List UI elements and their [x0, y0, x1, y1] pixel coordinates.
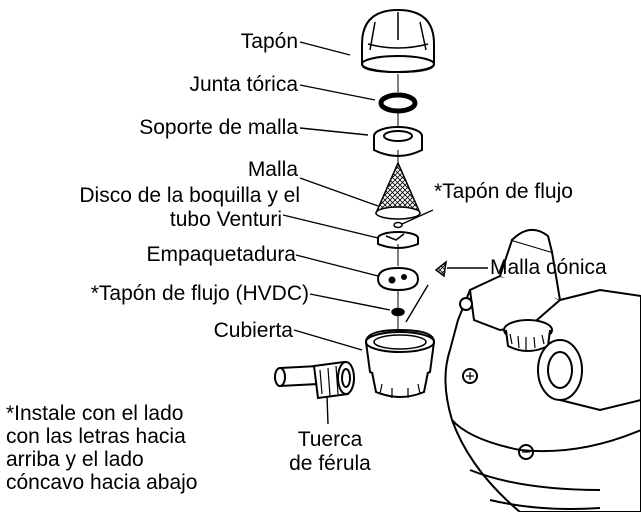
flow-plug-part	[393, 221, 403, 229]
label-disco-line1: Disco de la boquilla y el	[79, 184, 300, 207]
label-tuerca-line2: de férula	[289, 452, 371, 475]
screen-support-part	[373, 126, 423, 157]
leader-lines	[282, 41, 488, 425]
tube-part	[274, 364, 319, 388]
label-tapon-flujo: *Tapón de flujo	[434, 180, 573, 203]
housing-part	[364, 328, 436, 398]
nozzle-disc-part	[377, 231, 419, 249]
label-soporte-malla: Soporte de malla	[139, 116, 298, 139]
label-tapon-flujo-hvdc: *Tapón de flujo (HVDC)	[90, 282, 309, 305]
screen-part	[374, 161, 422, 220]
label-disco-line2: tubo Venturi	[169, 208, 282, 231]
label-tuerca-line1: Tuerca	[297, 428, 363, 451]
note-line-3: arriba y el lado	[6, 448, 144, 471]
note-line-2: con las letras hacia	[6, 425, 186, 448]
note-line-1: *Instale con el lado	[6, 402, 184, 425]
label-tapon: Tapón	[240, 30, 298, 53]
ferrule-nut-part	[312, 360, 355, 400]
label-junta-torica: Junta tórica	[189, 73, 298, 96]
gasket-part	[376, 266, 420, 292]
cone-screen-part	[434, 260, 448, 278]
flow-plug-hvdc-part	[391, 307, 405, 317]
label-cubierta: Cubierta	[213, 319, 293, 342]
note-line-4: cóncavo hacia abajo	[6, 471, 198, 494]
cap-part	[361, 8, 435, 74]
o-ring-part	[378, 92, 418, 114]
label-malla: Malla	[247, 158, 298, 181]
valve-body-part	[444, 229, 641, 512]
label-malla-conica: Malla cónica	[490, 256, 607, 279]
label-empaquetadura: Empaquetadura	[146, 243, 296, 266]
